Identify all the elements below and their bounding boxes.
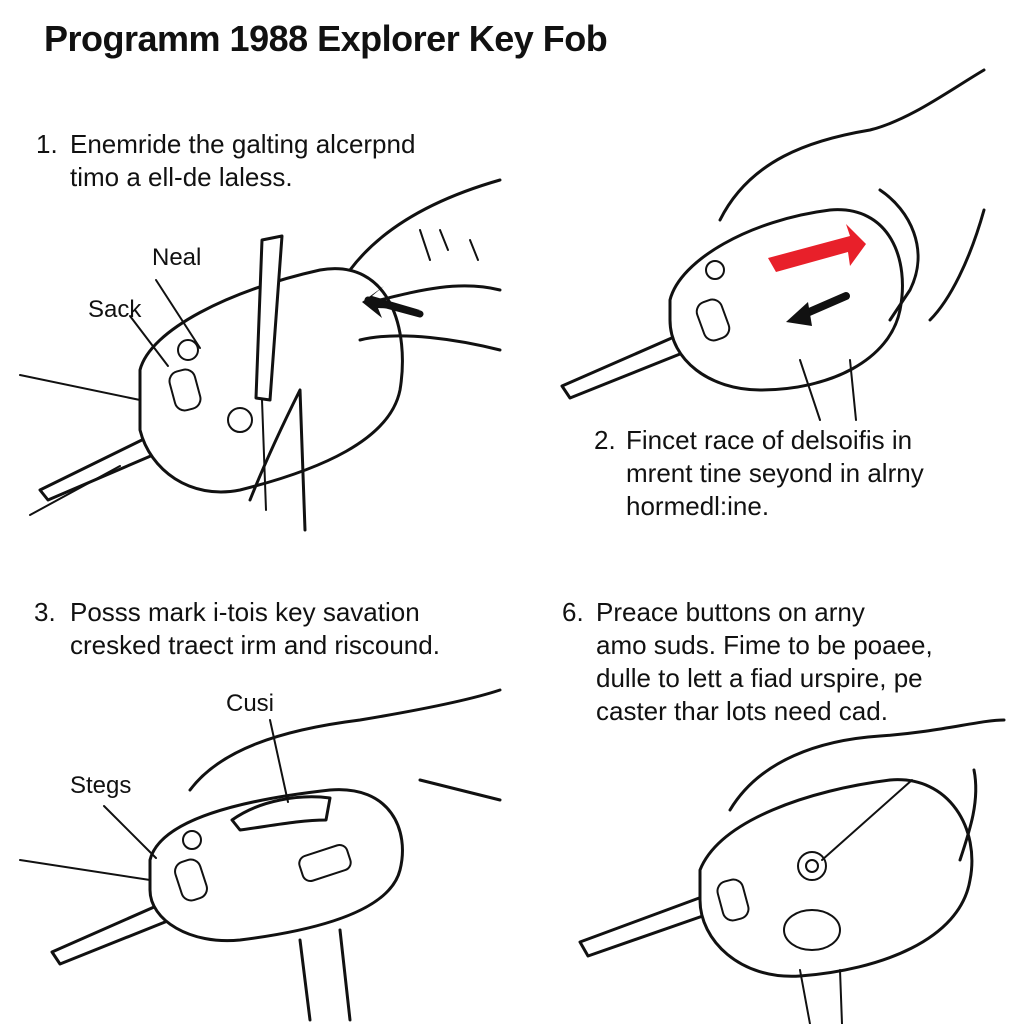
page-title: Programm 1988 Explorer Key Fob <box>44 18 608 59</box>
leader-lines-3 <box>19 719 289 881</box>
hand-1 <box>248 178 502 532</box>
key-fob-1 <box>38 267 404 502</box>
step-1-text: Enemride the galting alcerpnd timo a ell… <box>70 129 416 192</box>
callout-stegs: Stegs <box>70 772 132 799</box>
callout-neal: Neal <box>152 244 202 271</box>
step-6: Preace buttons on arny amo suds. Fime to… <box>562 596 933 728</box>
step-3-number: 3. <box>34 597 56 627</box>
black-arrow-2 <box>786 292 850 326</box>
callout-cusi: Cusi <box>226 690 275 717</box>
leader-lines-1 <box>19 279 201 516</box>
step-1: Enemride the galting alcerpnd timo a ell… <box>36 128 415 194</box>
key-fob-2 <box>560 208 904 400</box>
red-arrow <box>768 224 866 272</box>
illustration-step-1 <box>19 178 502 532</box>
step-2: Fincet race of delsoifis in mrent tine s… <box>594 424 924 523</box>
arrow-1 <box>362 286 424 318</box>
step-6-number: 6. <box>562 597 584 627</box>
hand-2 <box>718 68 986 421</box>
hand-4 <box>728 718 1006 1024</box>
step-1-number: 1. <box>36 129 58 159</box>
illustration-step-3 <box>19 688 502 1022</box>
step-3: Posss mark i-tois key savation cresked t… <box>34 596 440 662</box>
illustration-step-6 <box>578 718 1006 1024</box>
illustration-step-2 <box>560 68 986 421</box>
key-fob-4 <box>578 778 974 978</box>
pry-tool <box>254 234 284 511</box>
hand-3 <box>188 688 502 1022</box>
step-6-text: Preace buttons on arny amo suds. Fime to… <box>596 597 933 726</box>
step-2-number: 2. <box>594 425 616 455</box>
key-fob-3 <box>50 788 404 966</box>
step-2-text: Fincet race of delsoifis in mrent tine s… <box>626 425 924 521</box>
step-3-text: Posss mark i-tois key savation cresked t… <box>70 597 440 660</box>
